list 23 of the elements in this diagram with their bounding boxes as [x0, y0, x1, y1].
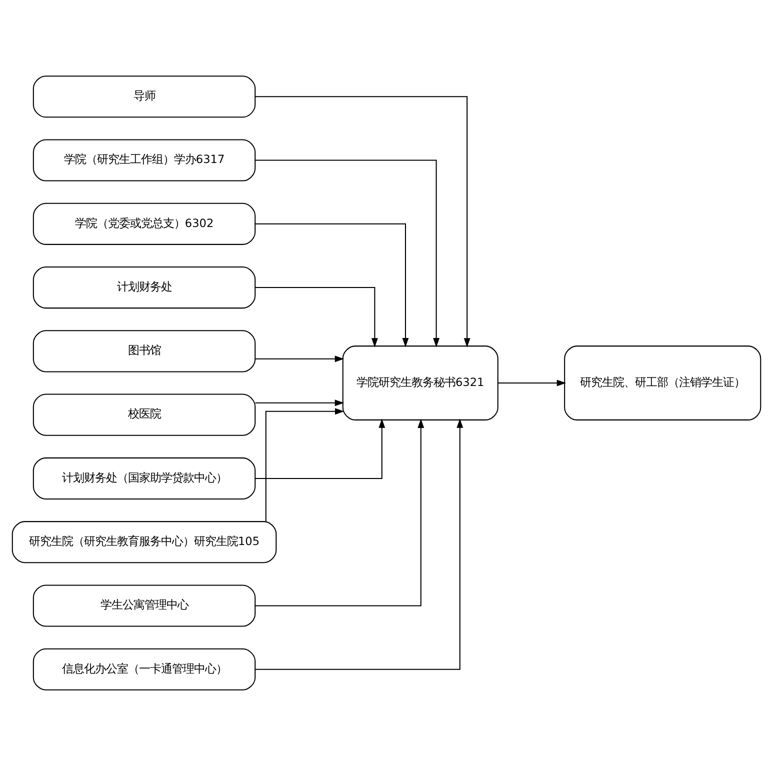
node-box: 学院研究生教务秘书6321 [342, 346, 498, 420]
node-box: 计划财务处 [32, 266, 256, 309]
node-box: 计划财务处（国家助学贷款中心） [32, 457, 256, 500]
node-box: 学院（研究生工作组）学办6317 [32, 139, 256, 182]
node-box: 学生公寓管理中心 [32, 584, 256, 627]
arrow [255, 356, 344, 362]
arrow [255, 287, 378, 348]
arrow [255, 223, 409, 348]
node-box: 导师 [32, 76, 256, 118]
node-box: 图书馆 [32, 330, 256, 372]
arrow [498, 380, 566, 386]
node-box: 信息化办公室（一卡通管理中心） [32, 648, 256, 690]
arrow [265, 408, 344, 522]
arrow [255, 418, 386, 479]
arrow [255, 400, 344, 406]
node-box: 研究生院（研究生教育服务中心）研究生院105 [12, 521, 277, 564]
node-box: 研究生院、研工部（注销学生证） [564, 346, 762, 420]
arrow [256, 418, 464, 670]
arrow [255, 96, 470, 348]
node-box: 学院（党委或党总支）6302 [32, 202, 256, 245]
node-box: 校医院 [32, 394, 256, 436]
arrow [256, 160, 440, 348]
arrow [255, 418, 424, 606]
